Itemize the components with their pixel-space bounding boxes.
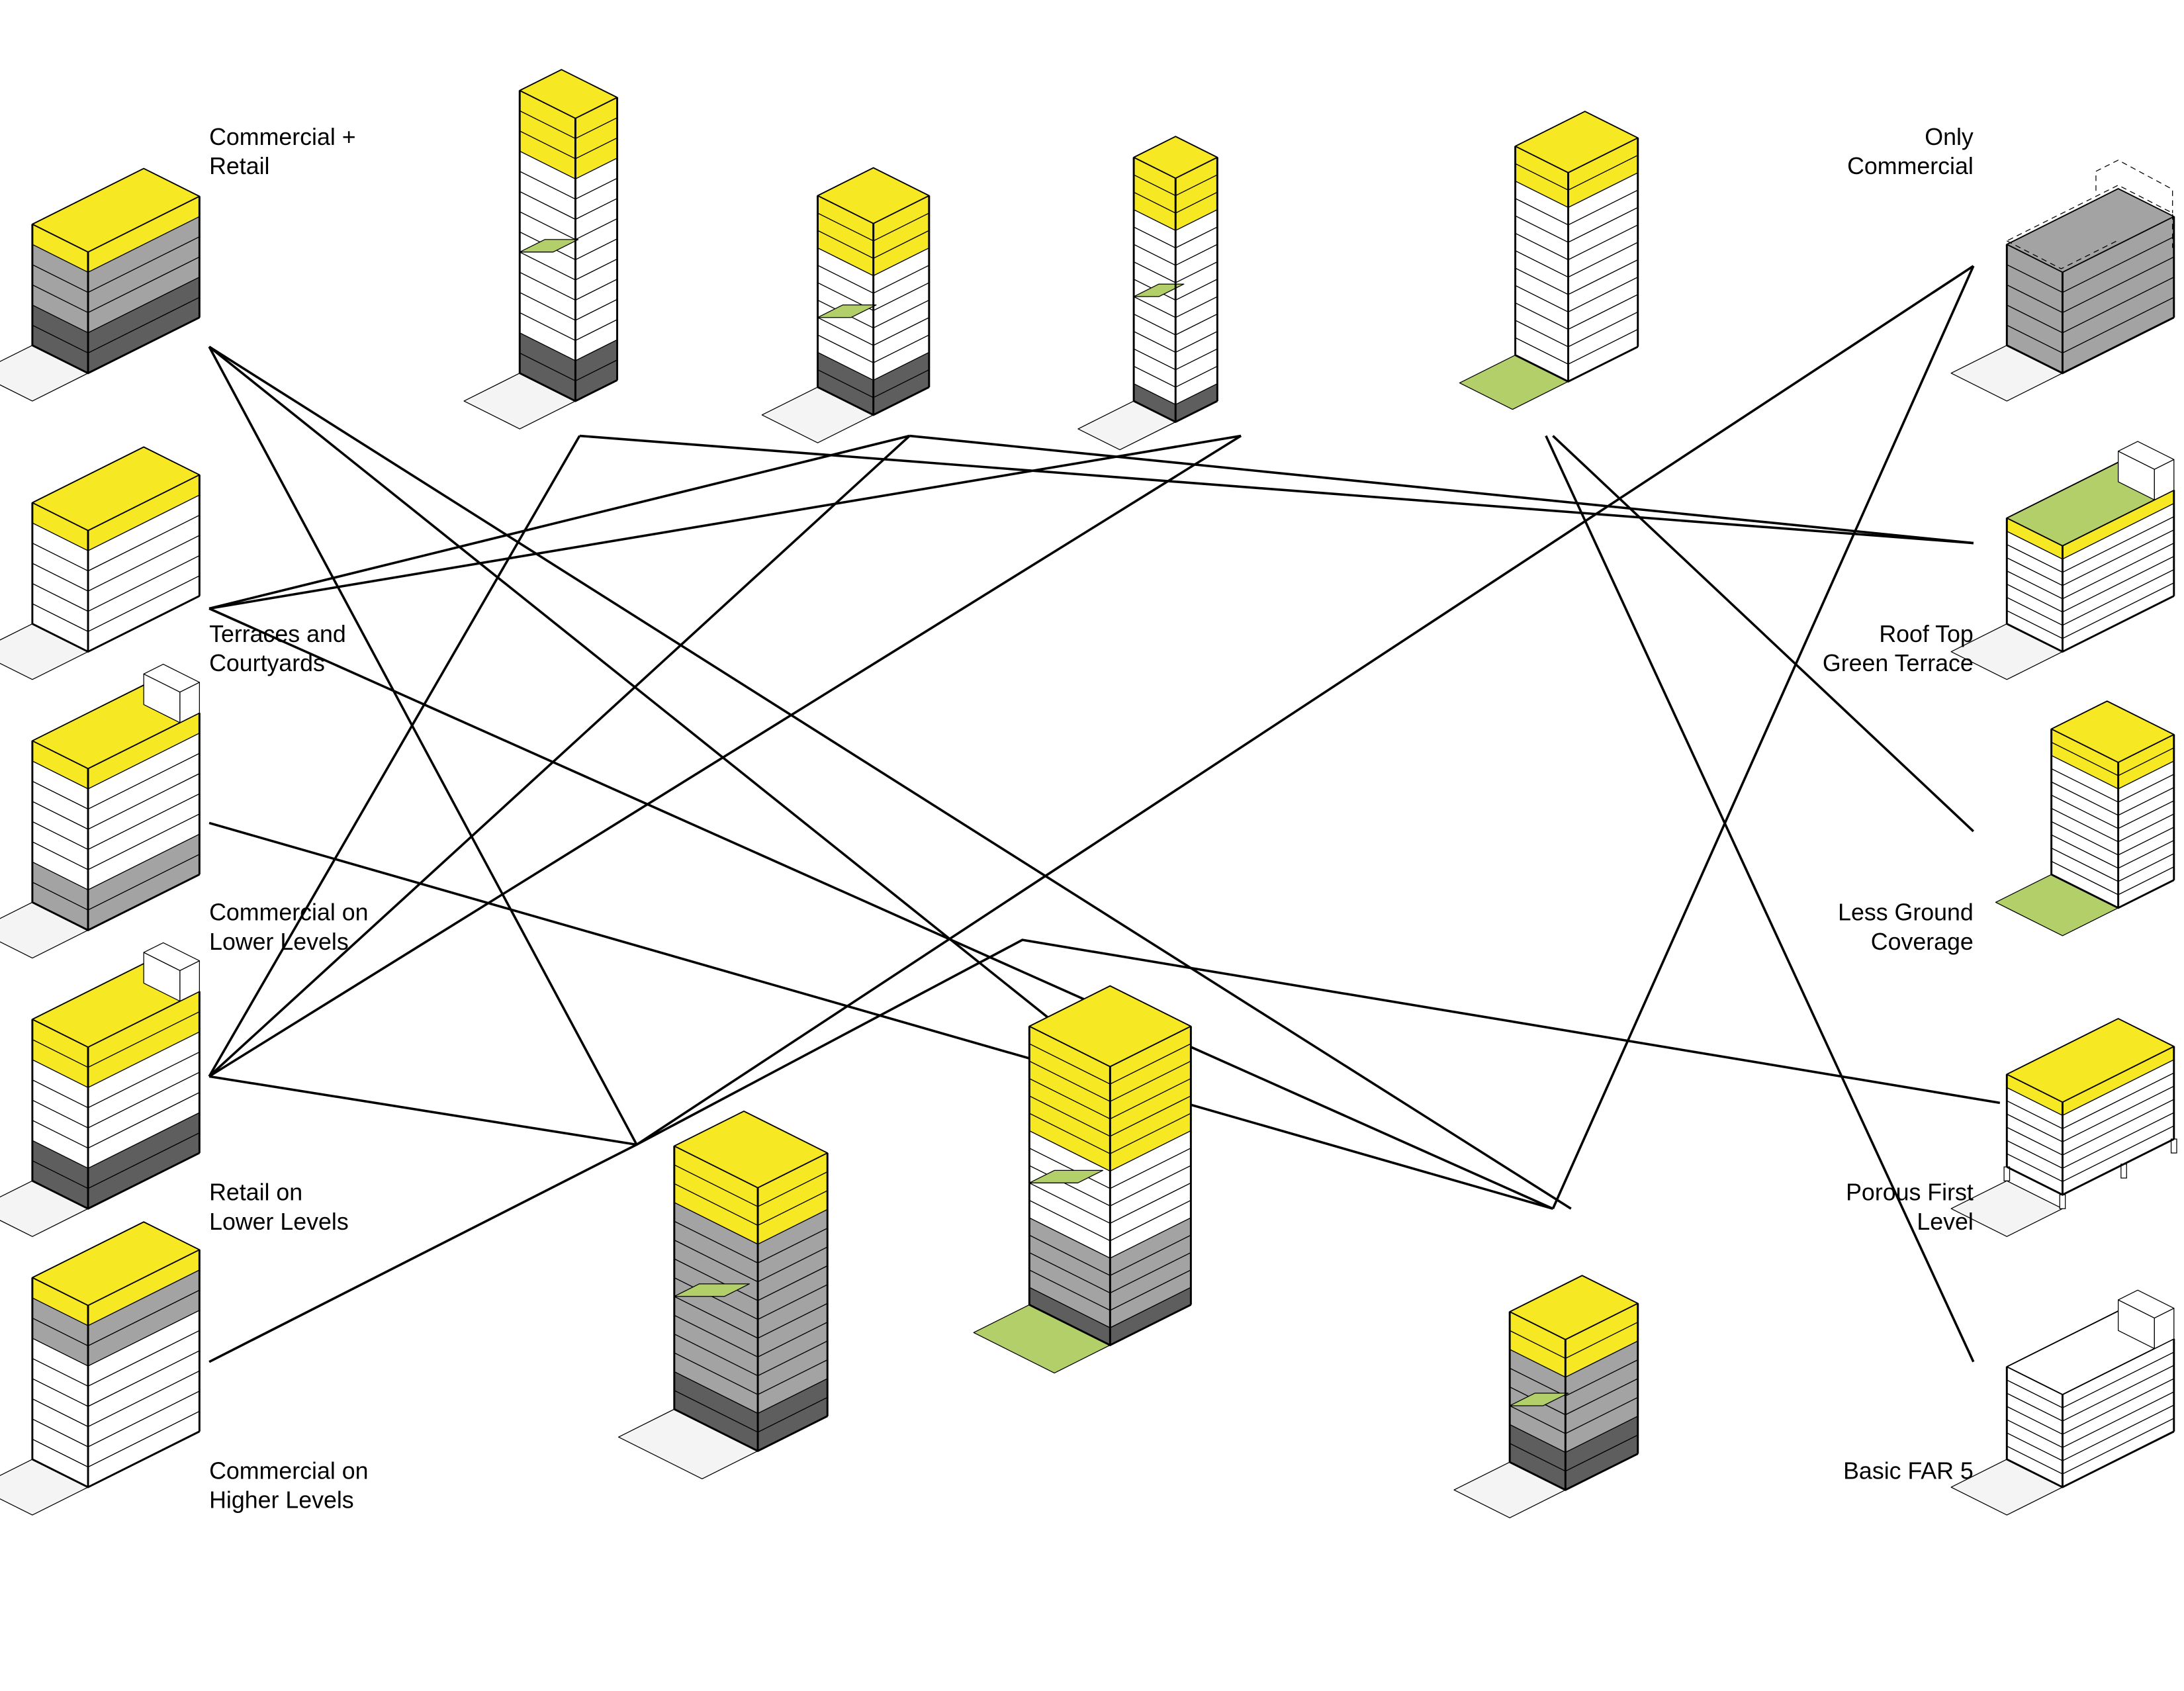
roof [1028, 985, 1192, 1068]
buildings [0, 69, 2177, 1518]
green-terrace [1133, 283, 1185, 297]
roof [673, 1111, 829, 1189]
connector-combo-bottom-3-to-only-commercial [1551, 265, 1975, 1209]
building-basic-far [1950, 1289, 2175, 1516]
building-only-commercial [1950, 188, 2175, 402]
rooftop-mechanical [143, 942, 200, 972]
connector-lines [208, 265, 2001, 1363]
connector-combo-bottom-2-to-porous-first [636, 938, 2001, 1146]
dashed-outline [2006, 160, 2173, 269]
building-less-ground [1995, 700, 2175, 937]
building-combo-bottom-2 [973, 985, 1192, 1374]
connector-terraces-courtyards-to-combo-top-3 [208, 434, 1242, 610]
roof [2006, 188, 2175, 273]
building-combo-top-4 [1459, 111, 1639, 410]
building-outline [1514, 138, 1639, 383]
building-outline [817, 195, 931, 416]
building-commercial-lower [0, 663, 201, 959]
green-terrace [817, 304, 877, 318]
building-outline [31, 475, 201, 653]
pilotis-column [2170, 1138, 2177, 1154]
building-porous-first [1950, 1018, 2177, 1237]
connector-combo-top-4-to-basic-far [1545, 435, 1975, 1363]
connector-commercial-retail-to-combo-bottom-3 [208, 345, 1572, 1210]
connector-commercial-retail-to-combo-bottom-1 [208, 346, 638, 1146]
building-outline [2005, 490, 2175, 653]
pilotis-column [2120, 1164, 2127, 1179]
building-outline [518, 90, 619, 402]
building-outline [2005, 1338, 2175, 1488]
building-retail-lower [0, 942, 201, 1237]
building-outline [1508, 1303, 1639, 1491]
connector-combo-top-1-to-roof-top-green [579, 434, 1974, 545]
rooftop-mechanical [2117, 441, 2175, 470]
pilotis-column [2059, 1194, 2066, 1209]
building-outline [31, 196, 201, 375]
connector-retail-lower-to-combo-top-1 [208, 435, 581, 1077]
building-combo-bottom-3 [1453, 1275, 1639, 1518]
roof [1509, 1275, 1639, 1340]
building-terraces-courtyards [0, 446, 201, 680]
building-roof-top-green [1950, 441, 2175, 680]
building-outline [31, 713, 201, 932]
connector-terraces-courtyards-to-combo-bottom-3 [208, 607, 1554, 1210]
connector-terraces-courtyards-to-combo-top-2 [208, 434, 910, 610]
connector-retail-lower-to-combo-bottom-1 [208, 1075, 637, 1146]
roof [817, 167, 930, 224]
building-outline [673, 1146, 829, 1452]
roof [2006, 1018, 2175, 1103]
building-commercial-higher [0, 1221, 201, 1516]
rooftop-mechanical [2117, 1289, 2175, 1319]
building-combo-bottom-1 [618, 1111, 829, 1480]
rooftop-mechanical [143, 663, 200, 693]
building-combo-top-1 [463, 69, 619, 430]
roof [31, 167, 201, 253]
label-commercial-retail: Commercial +Retail [209, 124, 356, 179]
building-outline [2050, 729, 2175, 909]
green-terrace [1509, 1393, 1569, 1406]
building-outline [2005, 1046, 2175, 1196]
green-terrace [1028, 1169, 1104, 1183]
connector-combo-top-2-to-roof-top-green [909, 434, 1974, 545]
building-outline [31, 991, 201, 1210]
dashed-envelope [2006, 160, 2173, 269]
connector-commercial-retail-to-combo-bottom-2 [208, 345, 1086, 1048]
building-commercial-retail [0, 167, 201, 402]
roof [31, 446, 201, 531]
building-outline [2005, 216, 2175, 375]
roof [1514, 111, 1639, 173]
roof [1133, 136, 1218, 179]
connector-retail-lower-to-combo-top-3 [208, 435, 1242, 1077]
green-terrace [519, 239, 579, 253]
green-terrace [674, 1283, 751, 1297]
connector-combo-top-4-to-less-ground [1552, 435, 1975, 833]
building-combo-top-2 [761, 167, 931, 443]
roof [31, 1221, 201, 1306]
building-outline [1028, 1026, 1192, 1347]
pilotis-column [2003, 1166, 2011, 1181]
building-outline [31, 1250, 201, 1488]
roof [519, 69, 618, 119]
building-combo-top-3 [1077, 136, 1218, 451]
roof [2050, 700, 2175, 763]
connector-retail-lower-to-combo-top-2 [208, 435, 911, 1077]
building-outline [1132, 157, 1218, 424]
label-basic-far: Basic FAR 5 [1843, 1457, 1974, 1484]
site-lot [1950, 1180, 2064, 1237]
